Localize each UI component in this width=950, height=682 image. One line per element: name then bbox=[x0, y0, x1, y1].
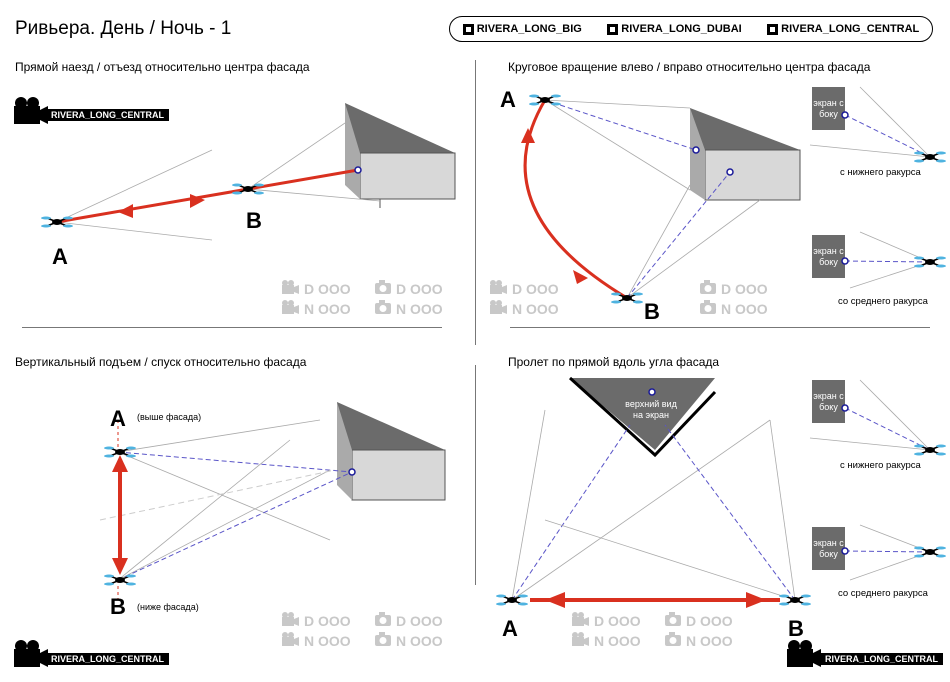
section-title: Круговое вращение влево / вправо относит… bbox=[508, 60, 871, 74]
status-d: D OOO bbox=[686, 613, 733, 629]
mid-angle-caption: со среднего ракурса bbox=[838, 296, 928, 307]
camera-icon bbox=[14, 640, 48, 667]
camera-icon bbox=[787, 640, 821, 667]
status-d: D OOO bbox=[396, 281, 443, 297]
facade-side bbox=[345, 103, 360, 199]
point-b-label: B bbox=[788, 616, 804, 641]
mid-angle-caption: со среднего ракурса bbox=[838, 588, 928, 599]
legend-item: RIVERA_LONG_DUBAI bbox=[607, 23, 742, 35]
facade-top bbox=[337, 402, 445, 450]
legend-item: RIVERA_LONG_CENTRAL bbox=[767, 23, 919, 35]
point-a-label: A bbox=[502, 616, 518, 641]
side-screen bbox=[812, 380, 845, 423]
status-n: N OOO bbox=[304, 301, 351, 317]
drone-icon bbox=[231, 182, 265, 196]
side-screen bbox=[812, 235, 845, 278]
arrow-left bbox=[118, 204, 133, 218]
below-facade-note: (ниже фасада) bbox=[137, 602, 199, 612]
section-title: Пролет по прямой вдоль угла фасада bbox=[508, 355, 720, 369]
status-n: N OOO bbox=[396, 301, 443, 317]
status-n: N OOO bbox=[304, 633, 351, 649]
side-screen-label: экран с боку bbox=[813, 98, 844, 119]
status-n: N OOO bbox=[512, 301, 559, 317]
status-d: D OOO bbox=[396, 613, 443, 629]
move-path bbox=[56, 168, 359, 224]
divider bbox=[475, 60, 476, 345]
camera-badge: RIVERA_LONG_CENTRAL bbox=[820, 653, 944, 665]
status-d: D OOO bbox=[512, 281, 559, 297]
status-n: N OOO bbox=[594, 633, 641, 649]
status-n: N OOO bbox=[721, 301, 768, 317]
above-facade-note: (выше фасада) bbox=[137, 412, 202, 422]
top-view-label: верхний вид на экран bbox=[625, 399, 677, 420]
drone-icon bbox=[40, 215, 74, 229]
camera-square-icon bbox=[462, 23, 474, 35]
side-screen bbox=[812, 527, 845, 570]
target-point bbox=[354, 166, 362, 174]
side-screen-label: экран с боку bbox=[813, 246, 844, 267]
divider bbox=[475, 365, 476, 585]
camera-badge: RIVERA_LONG_CENTRAL bbox=[46, 653, 170, 665]
low-angle-caption: с нижнего ракурса bbox=[840, 460, 921, 471]
camera-legend: RIVERA_LONG_BIG RIVERA_LONG_DUBAI RIVERA… bbox=[449, 16, 933, 42]
camera-square-icon bbox=[607, 23, 619, 35]
divider bbox=[510, 327, 930, 328]
arc-path bbox=[523, 99, 628, 300]
arrow-right bbox=[190, 194, 205, 208]
section-title: Прямой наезд / отъезд относительно центр… bbox=[15, 60, 310, 74]
point-a-label: A bbox=[500, 87, 516, 112]
status-n: N OOO bbox=[396, 633, 443, 649]
point-a-label: A bbox=[110, 406, 126, 431]
status-n: N OOO bbox=[686, 633, 733, 649]
facade-front bbox=[359, 152, 456, 200]
section-title: Вертикальный подъем / спуск относительно… bbox=[15, 355, 307, 369]
point-a-label: A bbox=[52, 244, 68, 269]
legend-item: RIVERA_LONG_BIG bbox=[462, 23, 582, 35]
point-b-label: B bbox=[246, 208, 262, 233]
status-d: D OOO bbox=[304, 613, 351, 629]
low-angle-caption: с нижнего ракурса bbox=[840, 167, 921, 178]
side-screen-label: экран с боку bbox=[813, 538, 844, 559]
camera-icon bbox=[14, 97, 48, 124]
side-screen bbox=[812, 87, 845, 130]
point-b-label: B bbox=[644, 299, 660, 324]
status-d: D OOO bbox=[304, 281, 351, 297]
status-d: D OOO bbox=[721, 281, 768, 297]
page-title: Ривьера. День / Ночь - 1 bbox=[15, 18, 232, 39]
side-screen-label: экран с боку bbox=[813, 391, 844, 412]
camera-square-icon bbox=[767, 23, 779, 35]
facade-top bbox=[690, 108, 800, 150]
point-b-label: B bbox=[110, 594, 126, 619]
divider bbox=[22, 327, 442, 328]
camera-badge: RIVERA_LONG_CENTRAL bbox=[46, 109, 170, 121]
top-view-screen bbox=[570, 378, 715, 450]
status-d: D OOO bbox=[594, 613, 641, 629]
